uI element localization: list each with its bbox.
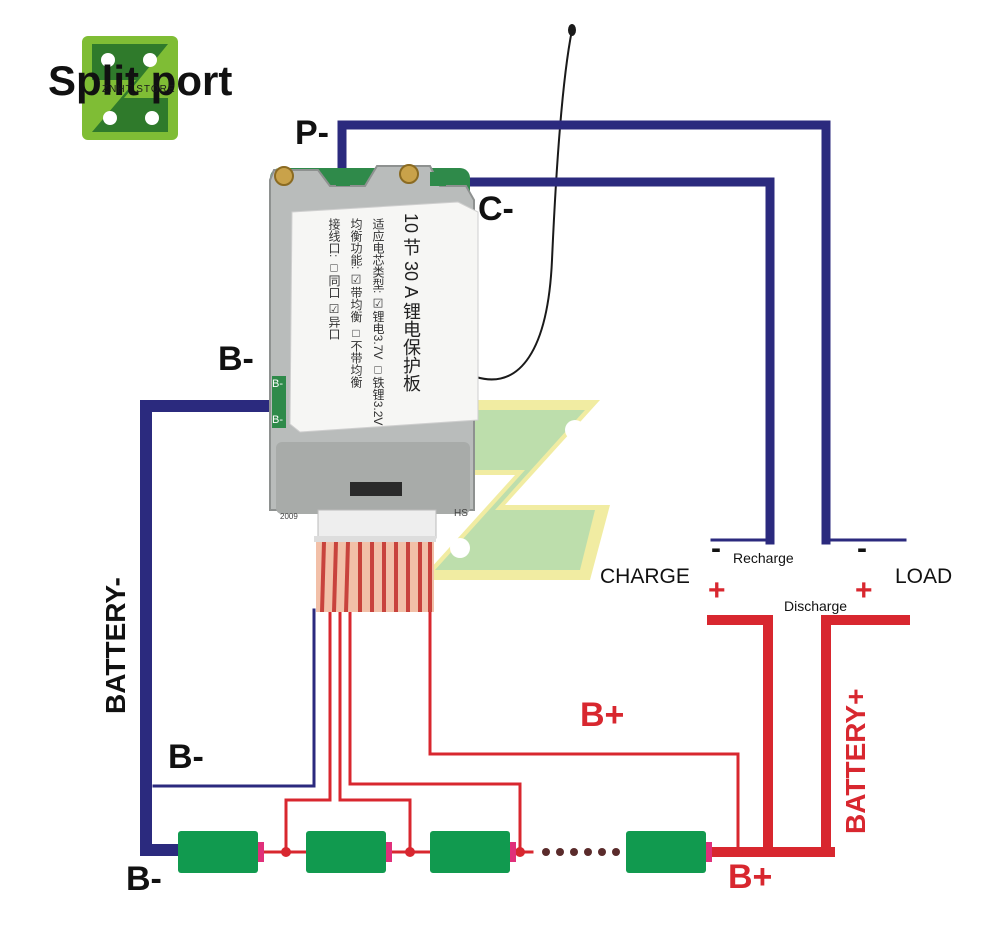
battery-cell [178, 831, 264, 873]
positive-wiring [260, 608, 910, 857]
battery-minus-label: BATTERY- [100, 577, 131, 714]
battery-cell [626, 831, 712, 873]
b-minus-bottom-label: B- [126, 860, 162, 898]
diagram-title: Split port [48, 57, 233, 104]
load-label: LOAD [895, 565, 953, 588]
board-spec-line4: 接线口: □同口 ☑异口 [327, 218, 341, 341]
board-spec-line2: 适应电芯类型: ☑锂电3.7V □铁锂3.2V [371, 218, 385, 426]
battery-cells [178, 831, 712, 873]
thermistor-wire [475, 29, 573, 381]
battery-cell [306, 831, 392, 873]
discharge-label: Discharge [784, 598, 848, 614]
load-minus-sign: - [857, 532, 867, 565]
watermark-text: ZNHT STORE [102, 84, 176, 95]
board-spec-line1: 10 节 30 A 锂电保护板 [401, 213, 421, 393]
charge-minus-sign: - [711, 532, 721, 565]
board-pcb-mark: HS [454, 508, 468, 519]
b-minus-top-label: B- [218, 340, 254, 378]
charge-label: CHARGE [600, 565, 690, 588]
thermistor-tip [568, 24, 576, 36]
negative-wiring [140, 120, 907, 856]
battery-plus-label: BATTERY+ [840, 688, 871, 834]
board-pad-b2: B- [272, 414, 283, 426]
board-pcb-code: 2009 [280, 512, 298, 521]
b-minus-mid-label: B- [168, 738, 204, 776]
bms-board [269, 164, 479, 542]
c-minus-label: C- [478, 190, 514, 228]
b-plus-mid-label: B+ [580, 696, 625, 734]
junction-dots [281, 847, 743, 857]
load-plus-sign: + [855, 574, 873, 607]
board-label-text [282, 232, 492, 402]
cell-ellipsis [542, 848, 620, 856]
b-plus-bottom-label: B+ [728, 858, 773, 896]
battery-cell [430, 831, 516, 873]
board-spec-line3: 均衡功能: ☑带均衡 □不带均衡 [349, 218, 363, 389]
board-pad-b1: B- [272, 378, 283, 390]
recharge-label: Recharge [733, 550, 794, 566]
brand-logo [82, 36, 178, 140]
charge-plus-sign: + [708, 574, 726, 607]
p-minus-label: P- [295, 114, 329, 152]
balance-ribbon [316, 541, 434, 613]
